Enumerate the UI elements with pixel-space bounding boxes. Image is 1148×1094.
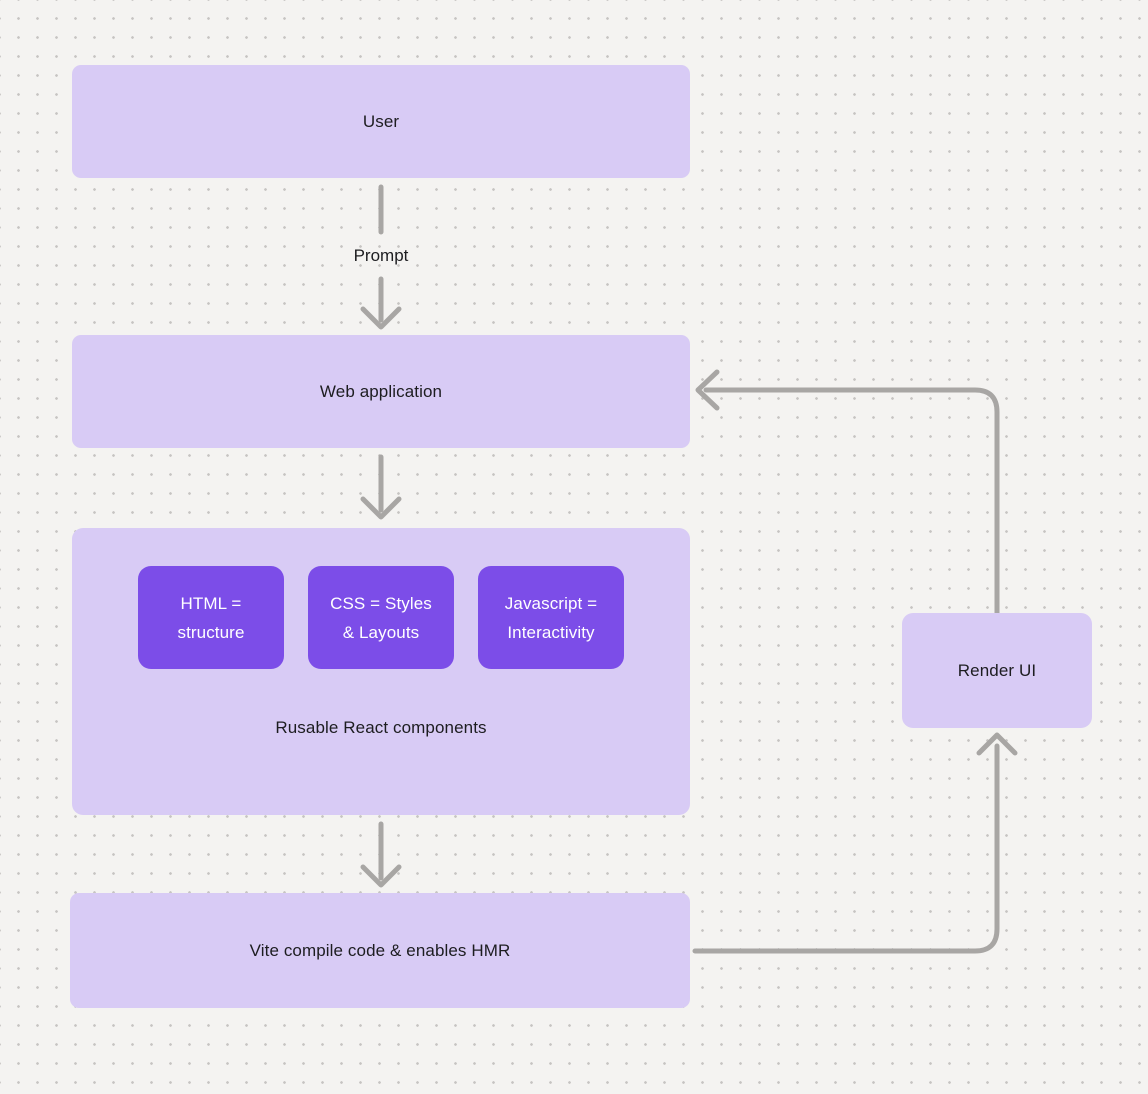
node-user-label: User [362, 111, 400, 131]
node-render-ui-label: Render UI [957, 660, 1037, 680]
components-group-caption: Rusable React components [275, 718, 487, 737]
node-web-application-label: Web application [319, 381, 443, 401]
edge-renderui-to-webapp [695, 369, 1000, 616]
chip-css-label: CSS = Styles & Layouts [330, 593, 432, 642]
arrowhead-down-icon [360, 306, 402, 330]
arrowhead-down-icon [360, 496, 402, 520]
node-render-ui: Render UI [902, 613, 1092, 728]
node-web-application: Web application [72, 335, 690, 448]
edge-prompt-to-webapp [360, 276, 402, 330]
chip-css: CSS = Styles & Layouts [308, 566, 454, 669]
chip-html: HTML = structure [138, 566, 284, 669]
edge-vite-to-renderui [692, 732, 1018, 954]
node-components-group: HTML = structure CSS = Styles & Layouts … [72, 528, 690, 815]
node-vite: Vite compile code & enables HMR [70, 893, 690, 1008]
edge-components-to-vite [360, 821, 402, 888]
arrowhead-down-icon [360, 864, 402, 888]
edge-label-prompt: Prompt [353, 246, 409, 265]
arrowhead-left-icon [695, 369, 720, 411]
node-vite-label: Vite compile code & enables HMR [249, 940, 511, 960]
node-user: User [72, 65, 690, 178]
arrowhead-up-icon [976, 732, 1018, 756]
edge-webapp-to-components [360, 454, 402, 520]
chip-javascript: Javascript = Interactivity [478, 566, 624, 669]
chip-javascript-label: Javascript = Interactivity [504, 593, 598, 642]
chip-html-label: HTML = structure [177, 593, 245, 642]
